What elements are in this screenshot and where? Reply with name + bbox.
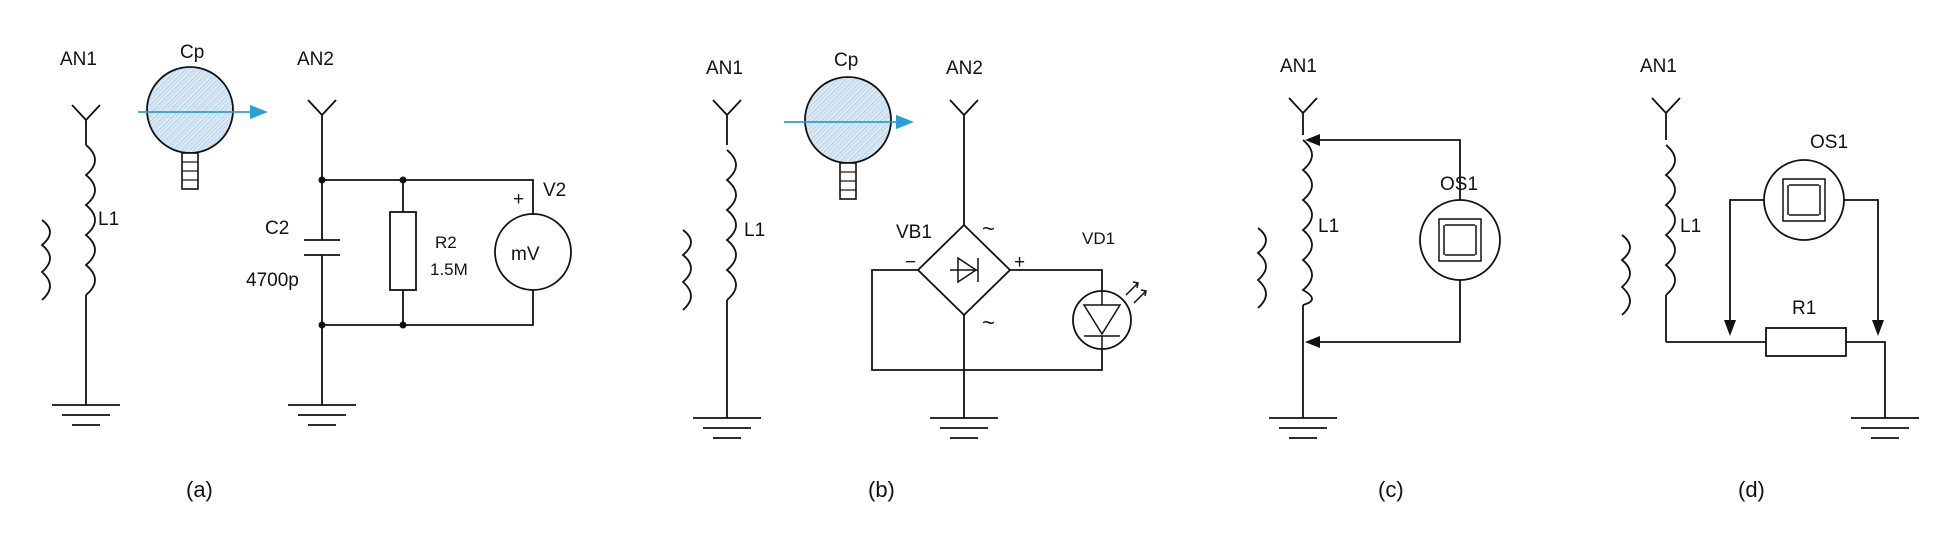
- pickup-coil: [40, 219, 51, 301]
- antenna-an1: AN1: [1280, 56, 1318, 135]
- coil-l1-label: L1: [1680, 216, 1701, 237]
- panel-c-caption: (c): [1378, 477, 1404, 502]
- meter-text: mV: [511, 244, 540, 265]
- panel-b-caption: (b): [868, 477, 895, 502]
- probe-cp: Cp: [138, 42, 268, 190]
- antenna-an1-label: AN1: [60, 49, 97, 70]
- ground-symbol: [1851, 417, 1919, 439]
- panel-a-caption: (a): [186, 477, 213, 502]
- meter-polarity: +: [513, 189, 524, 210]
- ac-top-label: ~: [982, 216, 995, 241]
- panel-d-caption: (d): [1738, 477, 1765, 502]
- antenna-an1: AN1: [1640, 56, 1681, 140]
- antenna-an1-label: AN1: [706, 58, 743, 79]
- capacitor-c2-label: C2: [265, 218, 289, 239]
- resistor-r2-value: 1.5M: [430, 260, 468, 279]
- pickup-coil: [1256, 227, 1267, 309]
- antenna-an1: AN1: [706, 58, 743, 145]
- pickup-coil: [681, 229, 692, 311]
- antenna-an2: AN2: [297, 49, 337, 180]
- panel-c: AN1 L1 OS1 (c): [1256, 56, 1501, 502]
- panel-a: AN1 L1 Cp AN2: [40, 42, 572, 502]
- bridge-rectifier-vb1: VB1 ~ ~ − +: [896, 216, 1025, 335]
- antenna-an2-label: AN2: [946, 58, 983, 79]
- coil-l1: L1: [1664, 144, 1701, 342]
- bridge-vb1-label: VB1: [896, 222, 932, 243]
- antenna-an2-label: AN2: [297, 49, 334, 70]
- ground-symbol: [1269, 417, 1337, 439]
- capacitor-c2-value: 4700p: [246, 270, 299, 291]
- antenna-an1: AN1: [60, 49, 101, 145]
- resistor-r2-label: R2: [435, 233, 457, 252]
- coil-l1-label: L1: [98, 209, 119, 230]
- ground-symbol: [52, 404, 120, 426]
- resistor-r2: R2 1.5M: [389, 180, 468, 325]
- ground-symbol: [288, 404, 356, 426]
- antenna-an1-label: AN1: [1640, 56, 1677, 77]
- coil-l1: L1: [1301, 139, 1339, 418]
- panel-b: AN1 L1 Cp AN2: [681, 50, 1147, 502]
- coil-l1: L1: [84, 144, 119, 405]
- resistor-r1: R1: [1666, 298, 1886, 418]
- antenna-an1-label: AN1: [1280, 56, 1317, 77]
- probe-cp: Cp: [784, 50, 914, 200]
- ac-bottom-label: ~: [982, 310, 995, 335]
- coil-l1: L1: [725, 149, 765, 418]
- resistor-r1-label: R1: [1792, 298, 1816, 319]
- capacitor-c2: C2 4700p: [246, 218, 340, 291]
- scope-os1-label: OS1: [1440, 174, 1478, 195]
- ground-symbol: [930, 417, 998, 439]
- led-vd1: VD1: [1072, 229, 1147, 350]
- probe-cp-label: Cp: [180, 42, 204, 63]
- coil-l1-label: L1: [1318, 216, 1339, 237]
- panel-d: AN1 L1 R1 OS1: [1620, 56, 1919, 502]
- millivoltmeter-v2: mV + V2: [494, 180, 572, 291]
- scope-os1-label: OS1: [1810, 132, 1848, 153]
- bridge-plus-label: +: [1014, 252, 1025, 273]
- antenna-an2: AN2: [946, 58, 983, 225]
- coil-l1-label: L1: [744, 220, 765, 241]
- ground-symbol: [693, 417, 761, 439]
- led-vd1-label: VD1: [1082, 229, 1115, 248]
- bridge-minus-label: −: [905, 252, 916, 273]
- pickup-coil: [1620, 234, 1631, 316]
- probe-cp-label: Cp: [834, 50, 858, 71]
- oscilloscope-os1: OS1: [1763, 132, 1848, 241]
- meter-v2-label: V2: [543, 180, 566, 201]
